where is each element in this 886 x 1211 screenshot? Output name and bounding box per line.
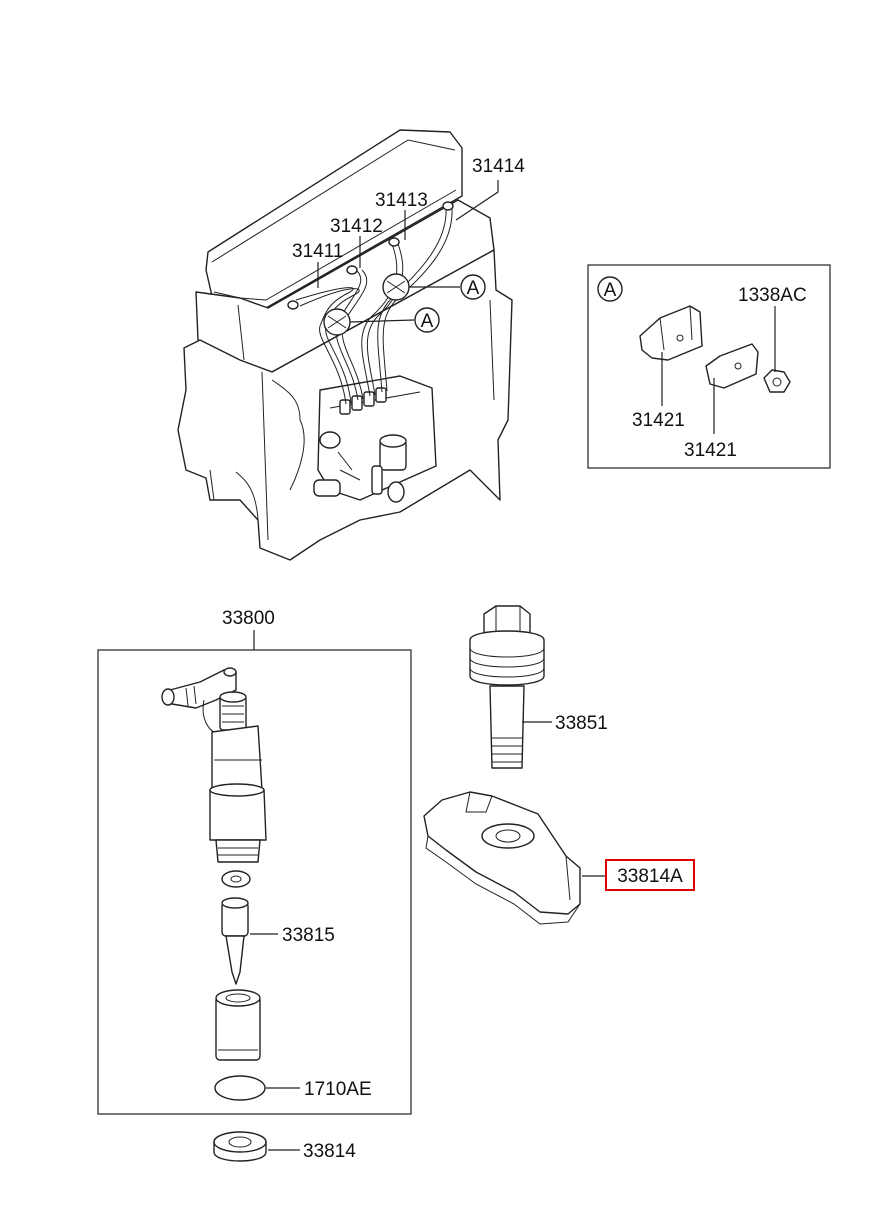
part-label-31421-upper[interactable]: 31421: [632, 410, 685, 431]
clamp-half-upper: [639, 305, 703, 361]
hex-nut: [763, 369, 791, 393]
clamp-half-lower: [705, 343, 759, 389]
callout-a-upper[interactable]: A: [460, 274, 486, 300]
injector-assembly-box: [97, 649, 412, 1115]
callout-a-lower-label: A: [421, 311, 434, 332]
part-label-33800[interactable]: 33800: [222, 608, 275, 629]
nozzle-clamp-33814a-illustration: [423, 791, 581, 925]
part-label-31411[interactable]: 31411: [292, 241, 343, 262]
part-label-31413[interactable]: 31413: [375, 190, 428, 211]
callout-a-upper-label: A: [467, 278, 480, 299]
detail-a-marker: A: [597, 276, 623, 302]
bolt-33851-illustration: [469, 605, 545, 769]
callout-a-lower[interactable]: A: [414, 307, 440, 333]
engine-leader-lines: [317, 180, 499, 323]
part-label-1710ae[interactable]: 1710AE: [304, 1079, 372, 1100]
fuel-pipes-illustration: [287, 201, 454, 405]
part-label-33851[interactable]: 33851: [555, 713, 608, 734]
detail-a-marker-label: A: [604, 280, 617, 301]
part-label-1338ac[interactable]: 1338AC: [738, 285, 807, 306]
detail-a-panel: A: [587, 264, 831, 469]
part-label-31421-lower[interactable]: 31421: [684, 440, 737, 461]
part-label-33814[interactable]: 33814: [303, 1141, 356, 1162]
part-label-31412[interactable]: 31412: [330, 216, 383, 237]
injector-illustration: [161, 667, 267, 1101]
highlight-box-33814a: [605, 859, 695, 891]
part-label-33815[interactable]: 33815: [282, 925, 335, 946]
part-label-33814a[interactable]: 33814A: [617, 866, 683, 887]
part-label-31414[interactable]: 31414: [472, 156, 525, 177]
washer-33814-illustration: [213, 1131, 267, 1162]
